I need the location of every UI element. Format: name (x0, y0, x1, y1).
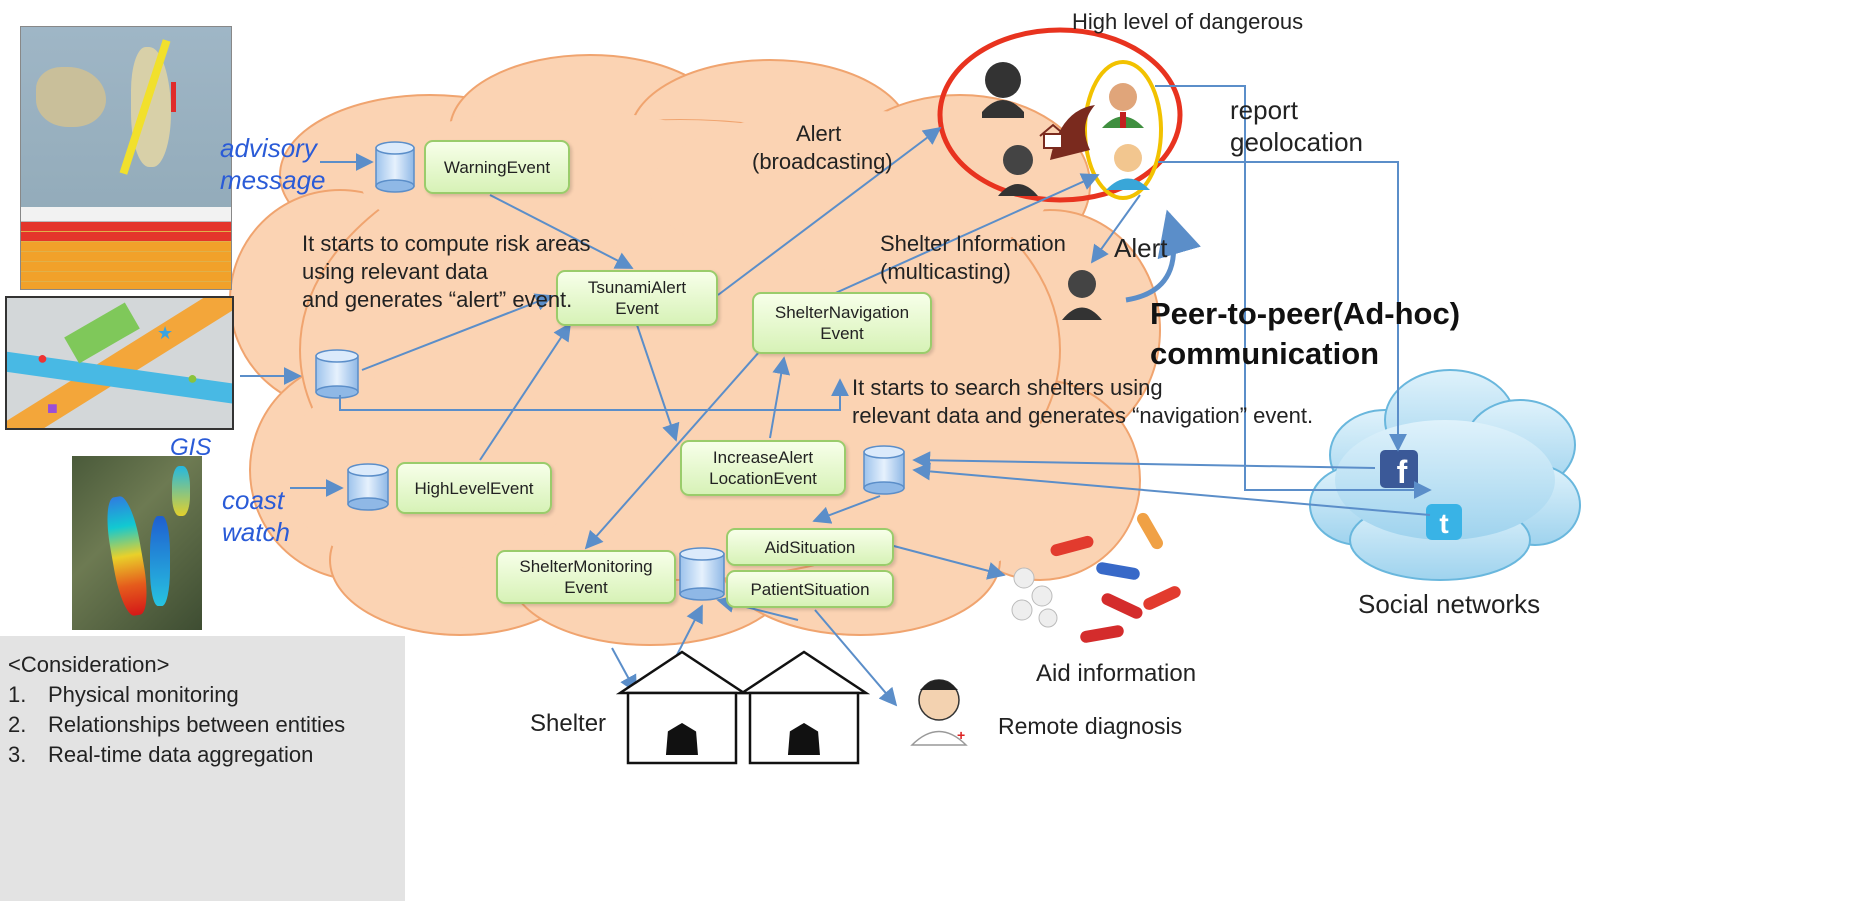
consideration-item-number: 1. (8, 682, 27, 707)
coast-label-line2: watch (222, 517, 290, 547)
shelter-label: Shelter (530, 710, 607, 737)
twitter-icon: t (1426, 504, 1462, 540)
aid-situation-label: AidSituation (764, 537, 856, 557)
consideration-item-text: Relationships between entities (48, 712, 346, 737)
report-label-line1: report (1230, 95, 1298, 125)
p2p-label-line1: Peer-to-peer(Ad-hoc) (1150, 296, 1461, 331)
doctor-icon: + (910, 679, 968, 746)
database-social (863, 445, 905, 495)
high-level-event-label: HighLevelEvent (414, 478, 534, 498)
compute-note-line3: and generates “alert” event. (302, 287, 573, 312)
shelter-navigation-label-line2: Event (820, 324, 864, 343)
high-level-event-box: HighLevelEvent (396, 462, 552, 514)
consideration-item: 1. Physical monitoring (8, 680, 405, 710)
coast-label-line1: coast (222, 485, 285, 515)
social-networks-label: Social networks (1358, 589, 1541, 619)
shelter-monitoring-label-line2: Event (564, 578, 608, 597)
aid-information-label: Aid information (1036, 660, 1197, 687)
advisory-label-line2: message (220, 165, 326, 195)
person-businessman-icon (1102, 83, 1144, 128)
shelter-house-2: ☗ (737, 650, 871, 765)
database-coast (347, 463, 389, 511)
consideration-item: 3. Real-time data aggregation (8, 740, 405, 770)
shelter-info-line1: Shelter Information (880, 231, 1066, 256)
increase-alert-label-line1: IncreaseAlert (712, 448, 814, 467)
database-gis (315, 349, 359, 399)
tsunami-alert-label-line1: TsunamiAlert (587, 278, 687, 297)
increase-alert-label-line2: LocationEvent (709, 469, 817, 488)
tsunami-warning-map (20, 26, 232, 290)
person-woman-blue-icon (1106, 144, 1150, 190)
alert-broadcast-line2: (broadcasting) (752, 149, 893, 174)
svg-text:☗: ☗ (784, 716, 823, 765)
consideration-item-number: 2. (8, 712, 27, 737)
p2p-alert-label: Alert (1114, 233, 1168, 263)
danger-zone-ellipse (937, 27, 1183, 203)
compute-note-line2: using relevant data (302, 259, 488, 284)
facebook-icon: f (1380, 450, 1418, 490)
person-mobile-icon (1062, 270, 1102, 320)
consideration-box: <Consideration> 1. Physical monitoring 2.… (0, 636, 405, 901)
advisory-label-line1: advisory (220, 133, 317, 163)
tsunami-house-icon (1039, 105, 1095, 160)
aid-situation-box: AidSituation (726, 528, 894, 566)
consideration-title: <Consideration> (8, 652, 170, 677)
consideration-item: 2. Relationships between entities (8, 710, 405, 740)
shelter-navigation-event-box: ShelterNavigation Event (752, 292, 932, 354)
database-warning (375, 141, 415, 193)
shelter-monitoring-label-line1: ShelterMonitoring (519, 557, 653, 576)
search-note-line2: relevant data and generates “navigation”… (852, 403, 1314, 428)
gis-label: GIS (170, 434, 212, 461)
svg-text:t: t (1439, 508, 1448, 539)
warning-event-box: WarningEvent (424, 140, 570, 194)
connectors (240, 85, 1432, 707)
peer-to-peer-arrow (1125, 209, 1201, 303)
patient-situation-label: PatientSituation (750, 579, 870, 599)
report-label-line2: geolocation (1230, 127, 1363, 157)
tsunami-alert-label-line2: Event (615, 299, 659, 318)
alert-broadcast-line1: Alert (796, 121, 842, 146)
person-woman-dark-icon (982, 62, 1024, 118)
increase-alert-event-box: IncreaseAlert LocationEvent (680, 440, 846, 496)
search-note-line1: It starts to search shelters using (852, 375, 1163, 400)
shelter-navigation-label-line1: ShelterNavigation (774, 303, 910, 322)
svg-text:☗: ☗ (662, 716, 701, 765)
p2p-label-line2: communication (1150, 336, 1380, 371)
shelter-house-1: ☗ (615, 650, 749, 765)
consideration-item-text: Real-time data aggregation (48, 742, 314, 767)
gis-map: ● ★ ■ ● (5, 296, 234, 430)
shelter-info-line2: (multicasting) (880, 259, 1011, 284)
svg-text:+: + (957, 727, 965, 743)
reporting-users-ellipse (1083, 60, 1163, 200)
consideration-item-number: 3. (8, 742, 27, 767)
consideration-item-text: Physical monitoring (48, 682, 239, 707)
compute-note-line1: It starts to compute risk areas (302, 231, 591, 256)
coast-watch-map (72, 456, 202, 630)
svg-text:f: f (1397, 454, 1408, 490)
patient-situation-box: PatientSituation (726, 570, 894, 608)
shelter-monitoring-event-box: ShelterMonitoring Event (496, 550, 676, 604)
danger-label: High level of dangerous (1072, 9, 1304, 34)
person-dark-icon (998, 145, 1038, 196)
pills-icon (1011, 512, 1181, 643)
database-shelter (679, 547, 725, 601)
tsunami-alert-event-box: TsunamiAlert Event (556, 270, 718, 326)
remote-diagnosis-label: Remote diagnosis (998, 713, 1183, 739)
warning-event-label: WarningEvent (443, 157, 551, 177)
